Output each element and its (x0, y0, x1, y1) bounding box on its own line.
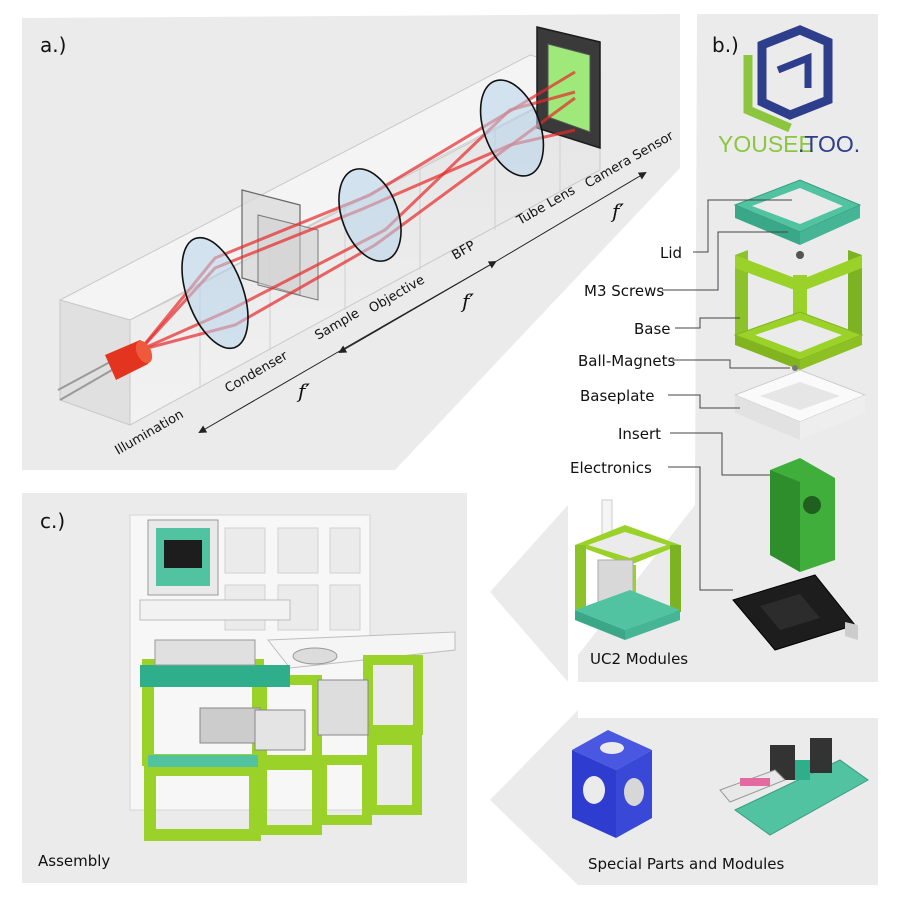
lid-part (733, 179, 862, 245)
insert-part (770, 458, 835, 572)
panel-c-letter: c.) (40, 509, 65, 533)
tube-lens (479, 79, 545, 177)
label-lid: Lid (660, 244, 682, 262)
label-baseplate: Baseplate (580, 387, 655, 405)
focal-length-1: f′ (296, 379, 310, 403)
special-parts-panel: Special Parts and Modules (490, 710, 878, 885)
sample-slide (241, 189, 319, 301)
panel-b: b.) YOUSEE .TOO. (570, 14, 878, 682)
label-electronics: Electronics (570, 459, 652, 477)
assembly-caption: Assembly (38, 852, 110, 870)
special-parts-caption: Special Parts and Modules (588, 855, 785, 873)
label-m3-screws: M3 Screws (584, 282, 664, 300)
focal-length-3: f′ (610, 199, 624, 223)
uc2-module-render (575, 499, 681, 640)
brand-text-part1: YOUSEE (718, 131, 814, 157)
yousee-too-logo: YOUSEE .TOO. (718, 25, 860, 157)
panel-b-letter: b.) (712, 33, 739, 57)
part-leader-lines (662, 199, 792, 591)
panel-c: c.) (22, 493, 467, 883)
part-labels: Lid M3 Screws Base Ball-Magnets Baseplat… (570, 244, 682, 477)
label-ball-magnets: Ball-Magnets (578, 352, 676, 370)
base-part (733, 250, 864, 370)
label-base: Base (634, 320, 671, 338)
led-light-source (57, 340, 153, 401)
panel-a: a.) (22, 14, 680, 470)
special-blue-cube (572, 730, 652, 838)
uc2-modules-caption: UC2 Modules (590, 650, 688, 668)
assembly-render (129, 514, 456, 841)
electronics-board (732, 574, 858, 651)
objective-lens (338, 168, 402, 262)
focal-dimension-arrows (198, 171, 647, 434)
label-insert: Insert (618, 425, 661, 443)
modules-to-assembly-arrow (490, 505, 568, 682)
special-module-render (719, 738, 869, 836)
brand-text-part2: .TOO. (798, 131, 860, 157)
baseplate-part (733, 365, 867, 440)
panel-a-letter: a.) (40, 33, 66, 57)
condenser-lens (181, 236, 249, 350)
focal-length-2: f′ (460, 289, 474, 313)
